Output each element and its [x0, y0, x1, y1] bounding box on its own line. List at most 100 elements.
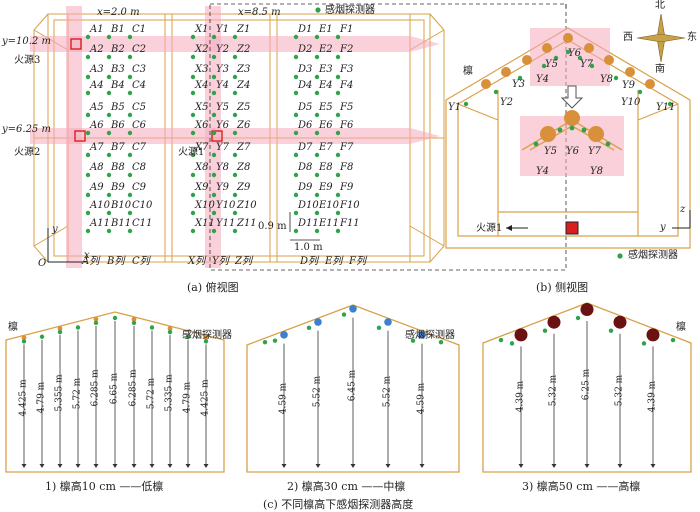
grid-label-F5: F5 — [340, 102, 354, 113]
side-purlin-2 — [522, 55, 532, 65]
zoom-detector-0 — [533, 141, 539, 147]
detector-B11 — [106, 228, 112, 234]
section-1-detector-2 — [57, 329, 63, 335]
grid-label-Z3: Z3 — [237, 64, 251, 75]
detector-Y4 — [211, 90, 217, 96]
detector-D1 — [293, 34, 299, 40]
detector-Z5 — [232, 112, 238, 118]
grid-label-X7: X7 — [195, 142, 209, 153]
grid-label-Y5: Y5 — [216, 102, 229, 113]
section-1-purlin-6 — [131, 316, 137, 322]
detector-F11 — [335, 228, 341, 234]
side-detector-10 — [667, 101, 673, 107]
section-1-detector-8 — [167, 329, 173, 335]
side-detectors — [463, 49, 673, 147]
grid-label-C9: C9 — [132, 182, 147, 193]
section-1-height-9: 4.79 m — [182, 382, 193, 414]
detector-D3 — [293, 74, 299, 80]
section-1-detector-4 — [93, 320, 99, 326]
detector-F1 — [335, 34, 341, 40]
grid-label-B11: B11 — [111, 218, 132, 229]
legend-detector-dot — [315, 7, 321, 13]
section-1-purlin-0 — [21, 335, 27, 341]
grid-label-B3: B3 — [111, 64, 125, 75]
grid-label-A10: A10 — [90, 200, 110, 211]
detector-Z1 — [232, 34, 238, 40]
side-detector-9 — [637, 89, 643, 95]
section-3-purlin-1 — [547, 315, 561, 329]
detector-F6 — [335, 130, 341, 136]
grid-label-B9: B9 — [111, 182, 125, 193]
grid-label-C10: C10 — [132, 200, 153, 211]
grid-label-X2: X2 — [195, 44, 209, 55]
grid-label-C6: C6 — [132, 120, 147, 131]
section-2-eave-detector-1 — [438, 340, 444, 345]
detector-C8 — [127, 172, 133, 178]
side-label-Y1: Y1 — [448, 102, 461, 113]
compass-east: 东 — [687, 32, 697, 43]
section-3-eave-detector-1 — [670, 337, 676, 343]
grid-label-E10: E10 — [319, 200, 340, 211]
side-label-Y8: Y8 — [600, 74, 613, 85]
grid-label-E5: E5 — [319, 102, 333, 113]
detector-F3 — [335, 74, 341, 80]
grid-label-D1: D1 — [298, 24, 313, 35]
section-3-purlin-4 — [646, 328, 660, 342]
column-label-4: Y列 — [212, 256, 229, 267]
grid-label-E4: E4 — [319, 80, 333, 91]
detector-X8 — [190, 172, 196, 178]
detector-E3 — [314, 74, 320, 80]
section-2-purlin-2 — [349, 305, 357, 313]
detector-X7 — [190, 152, 196, 158]
grid-label-D7: D7 — [298, 142, 313, 153]
grid-label-C3: C3 — [132, 64, 147, 75]
side-purlin-0 — [481, 79, 491, 89]
section-3-purlin-0 — [514, 328, 528, 342]
caption-a: (a) 俯视图 — [187, 281, 239, 294]
section-1-height-6: 6.285 m — [128, 369, 139, 407]
side-detector-3 — [541, 63, 547, 69]
compass-west: 西 — [623, 32, 633, 43]
detector-B8 — [106, 172, 112, 178]
grid-label-Y9: Y9 — [216, 182, 229, 193]
column-label-5: Z列 — [235, 256, 252, 267]
detector-F9 — [335, 192, 341, 198]
detector-X1 — [190, 34, 196, 40]
side-label-Y4: Y4 — [536, 74, 549, 85]
detector-E8 — [314, 172, 320, 178]
top-legend-label: 感烟探测器 — [325, 5, 375, 16]
side-fire-label: 火源1 — [476, 223, 503, 234]
detector-E6 — [314, 130, 320, 136]
detector-F8 — [335, 172, 341, 178]
grid-label-D11: D11 — [298, 218, 319, 229]
detector-E1 — [314, 34, 320, 40]
side-label-Y7: Y7 — [580, 59, 593, 70]
side-detector-8 — [613, 75, 619, 81]
detector-E7 — [314, 152, 320, 158]
side-label-Y3: Y3 — [512, 79, 525, 90]
detector-C2 — [127, 54, 133, 60]
detector-E4 — [314, 90, 320, 96]
section-2-height-0: 4.59 m — [278, 382, 289, 414]
side-label-Y10: Y10 — [621, 97, 641, 108]
section-3-height-1: 5.32 m — [548, 374, 559, 407]
section-2-detector-2 — [341, 312, 347, 317]
column-label-6: D列 — [300, 256, 319, 267]
grid-label-Z2: Z2 — [237, 44, 251, 55]
detector-Z8 — [232, 172, 238, 178]
grid-label-F8: F8 — [340, 162, 354, 173]
section-2-detector-1 — [306, 325, 312, 331]
grid-label-F3: F3 — [340, 64, 354, 75]
grid-label-A3: A3 — [90, 64, 104, 75]
grid-label-F10: F10 — [340, 200, 360, 211]
grid-label-B1: B1 — [111, 24, 125, 35]
detector-Z10 — [232, 210, 238, 216]
section-1-detector-3 — [75, 325, 81, 330]
section-3-eave-detector-0 — [498, 337, 504, 343]
detector-C10 — [127, 210, 133, 216]
section-1-height-0: 4.425 m — [18, 379, 29, 417]
detector-Z4 — [232, 90, 238, 96]
fire-1-label: 火源1 — [178, 147, 205, 158]
detector-C3 — [127, 74, 133, 80]
side-label-Y5: Y5 — [545, 59, 558, 70]
